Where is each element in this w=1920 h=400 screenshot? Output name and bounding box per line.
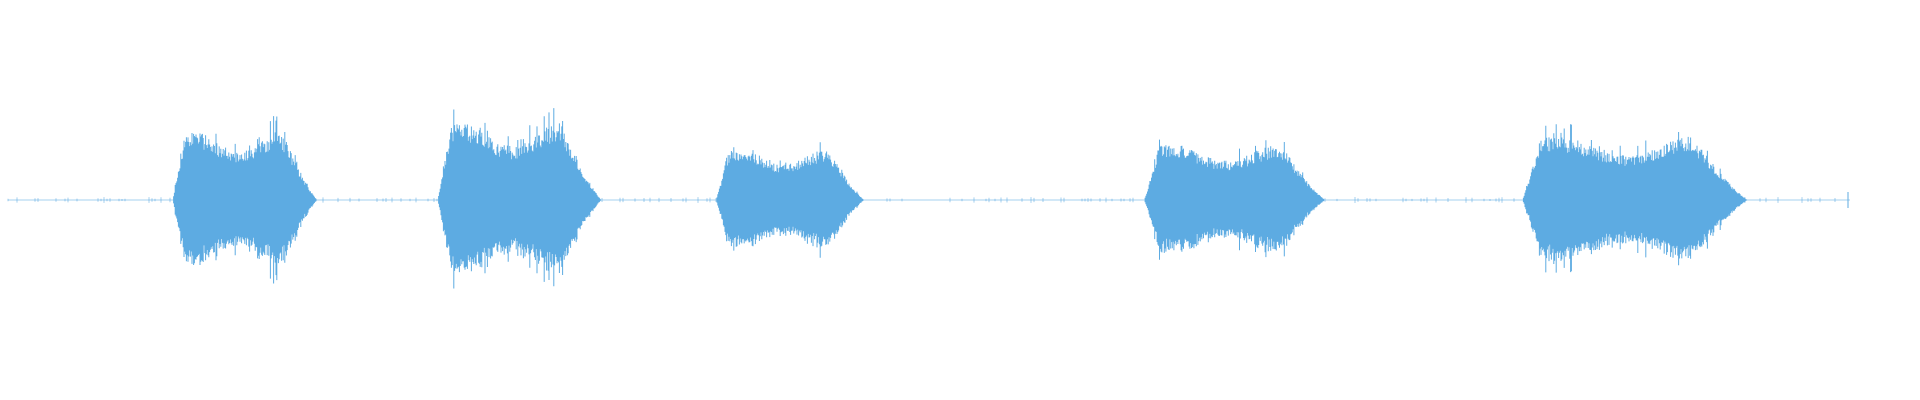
waveform-burst-path xyxy=(1522,124,1748,273)
waveform-burst-path xyxy=(438,108,601,289)
waveform-burst-5 xyxy=(1522,124,1748,273)
waveform-bursts xyxy=(173,108,1748,289)
waveform-burst-4 xyxy=(1144,139,1325,260)
waveform-burst-2 xyxy=(438,108,601,289)
waveform-burst-1 xyxy=(173,116,317,284)
waveform-burst-path xyxy=(716,142,864,258)
waveform-burst-3 xyxy=(716,142,864,258)
waveform-burst-path xyxy=(173,116,317,284)
waveform-burst-path xyxy=(1144,139,1325,260)
